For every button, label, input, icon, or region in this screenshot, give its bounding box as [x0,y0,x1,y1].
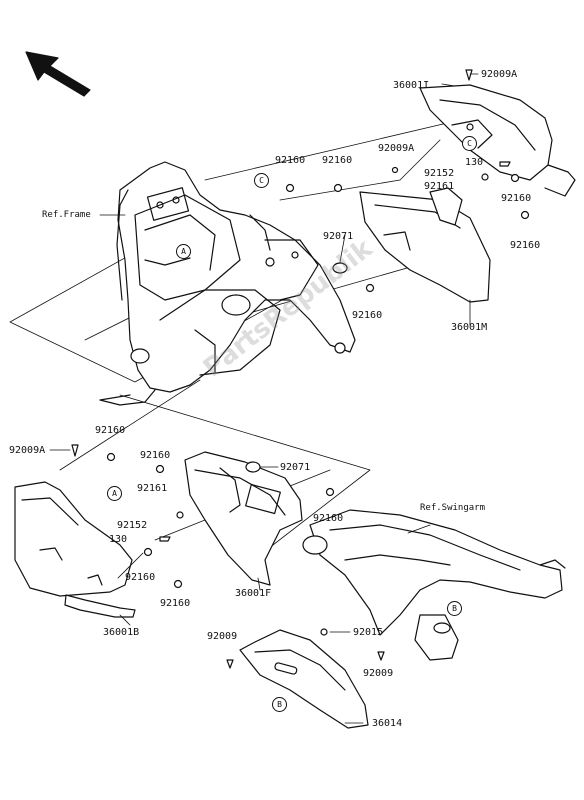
part-92071-top: 92071 [323,231,354,242]
part-92009A-mid: 92009A [378,143,415,154]
part-92009A-top: 92009A [481,69,518,80]
callout-a-cover: A [107,486,122,501]
frame-drawing [99,161,356,406]
part-92160-c: 92160 [501,193,532,204]
part-36001M: 36001M [451,322,488,333]
leader-lines [49,73,479,724]
arrow-up-left-icon [25,51,91,97]
part-36001F: 36001F [235,588,272,599]
callout-b-guard: B [272,697,287,712]
part-92160-j: 92160 [160,598,191,609]
part-92160-h: 92160 [313,513,344,524]
callout-c-cover: C [462,136,477,151]
part-92071-mid: 92071 [280,462,311,473]
part-92009-b: 92009 [363,668,394,679]
callout-b-swingarm: B [447,601,462,616]
callout-c-frame: C [254,173,269,188]
cover-36001B-drawing [14,481,136,618]
part-92160-f: 92160 [95,425,126,436]
part-36014: 36014 [372,718,403,729]
part-92160-b: 92160 [322,155,353,166]
chain-guard-36014-drawing [239,629,369,729]
part-36001B: 36001B [103,627,140,638]
cover-36001I-drawing [419,84,576,197]
cover-36001M-drawing [332,187,491,303]
part-92160-i: 92160 [125,572,156,583]
cover-36001F-drawing [184,451,303,586]
part-130-mid: 130 [109,534,128,545]
ref-frame-label: Ref.Frame [42,210,91,220]
swingarm-drawing [302,509,566,661]
part-92161-mid: 92161 [137,483,168,494]
fasteners-drawing [71,69,530,669]
part-36001I: 36001I [393,80,430,91]
part-92161-top: 92161 [424,181,455,192]
part-92015: 92015 [353,627,384,638]
part-92009-a: 92009 [207,631,238,642]
part-92160-d: 92160 [510,240,541,251]
part-130-top: 130 [465,157,484,168]
part-92160-g: 92160 [140,450,171,461]
part-92160-a: 92160 [275,155,306,166]
part-92160-e: 92160 [352,310,383,321]
part-92152-mid: 92152 [117,520,148,531]
ref-swingarm-label: Ref.Swingarm [420,503,486,513]
callout-a-frame: A [176,244,191,259]
part-92152-top: 92152 [424,168,455,179]
part-92009A-left: 92009A [9,445,46,456]
